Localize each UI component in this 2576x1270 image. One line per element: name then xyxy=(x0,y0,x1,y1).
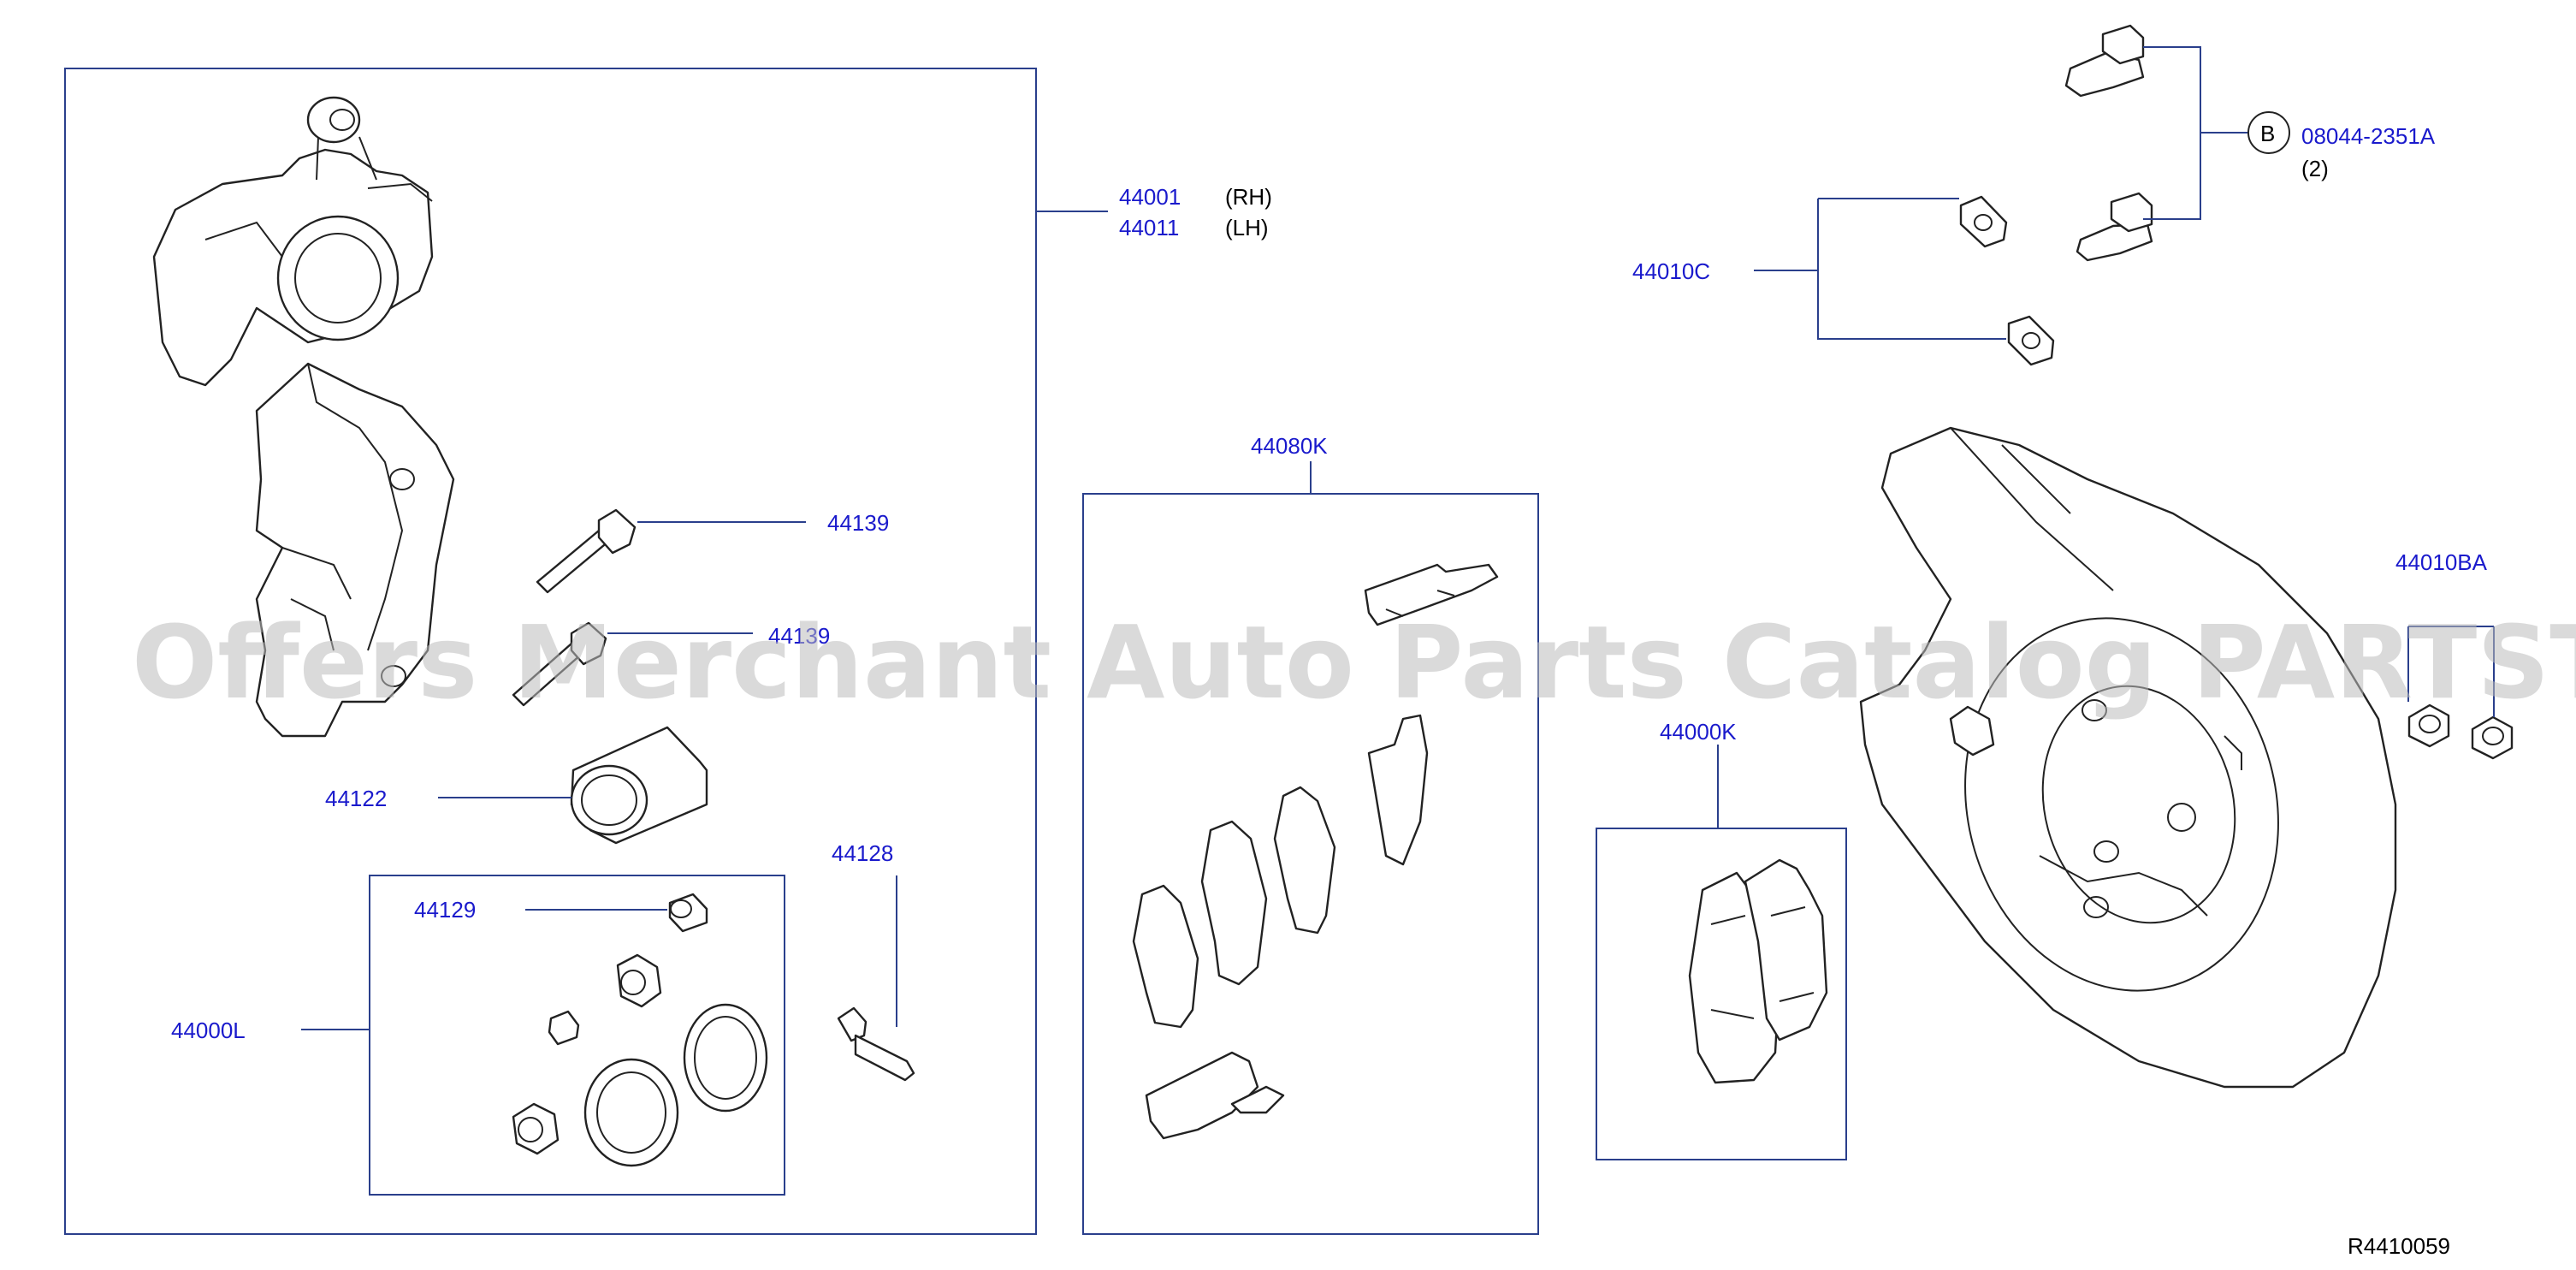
pin-bolt-lower-drawing[interactable] xyxy=(512,621,607,707)
caliper-lh-side: (LH) xyxy=(1225,215,1269,240)
seal-kit-number[interactable]: 44000L xyxy=(171,1018,246,1043)
bleeder-drawing[interactable] xyxy=(837,1006,915,1082)
caliper-rh-side: (RH) xyxy=(1225,184,1272,210)
bolt-marker: B xyxy=(2260,121,2275,146)
brake-pads-drawing[interactable] xyxy=(1688,858,1828,1084)
pin-bolt-lower-number[interactable]: 44139 xyxy=(768,623,830,649)
pad-kit-frame xyxy=(1596,828,1847,1160)
bolts-drawing[interactable] xyxy=(2064,24,2153,262)
bleeder-number[interactable]: 44128 xyxy=(832,840,893,866)
backing-plate-drawing[interactable] xyxy=(1859,426,2397,1089)
caliper-body-drawing[interactable] xyxy=(152,96,455,738)
watermark: Offers Merchant Auto Parts Catalog PARTS… xyxy=(132,603,2576,721)
pin-bolt-upper-number[interactable]: 44139 xyxy=(827,510,889,536)
pin-bolt-upper-drawing[interactable] xyxy=(536,508,637,594)
boot-drawing[interactable] xyxy=(668,893,708,933)
bolt-marker-circle xyxy=(2247,111,2290,154)
washers-drawing[interactable] xyxy=(1959,195,2055,366)
pad-hardware-kit-number[interactable]: 44080K xyxy=(1251,433,1328,459)
bolt-number[interactable]: 08044-2351A xyxy=(2301,123,2436,149)
pad-shims-drawing[interactable] xyxy=(1132,563,1499,1140)
seal-kit-parts-drawing[interactable] xyxy=(512,953,768,1167)
washer-number[interactable]: 44010C xyxy=(1632,258,1710,284)
piston-drawing[interactable] xyxy=(570,726,708,845)
caliper-lh-number[interactable]: 44011 xyxy=(1119,215,1179,240)
pad-kit-number[interactable]: 44000K xyxy=(1660,719,1737,745)
plug-number[interactable]: 44010BA xyxy=(2395,549,2488,575)
diagram-id: R4410059 xyxy=(2348,1233,2450,1259)
caliper-rh-number[interactable]: 44001 xyxy=(1119,184,1181,210)
seal-kit-frame xyxy=(369,875,785,1196)
bolt-quantity: (2) xyxy=(2301,156,2329,181)
piston-number[interactable]: 44122 xyxy=(325,786,387,811)
caliper-assembly-frame xyxy=(64,68,1037,1235)
plugs-drawing[interactable] xyxy=(2407,703,2514,760)
boot-number[interactable]: 44129 xyxy=(414,897,476,923)
